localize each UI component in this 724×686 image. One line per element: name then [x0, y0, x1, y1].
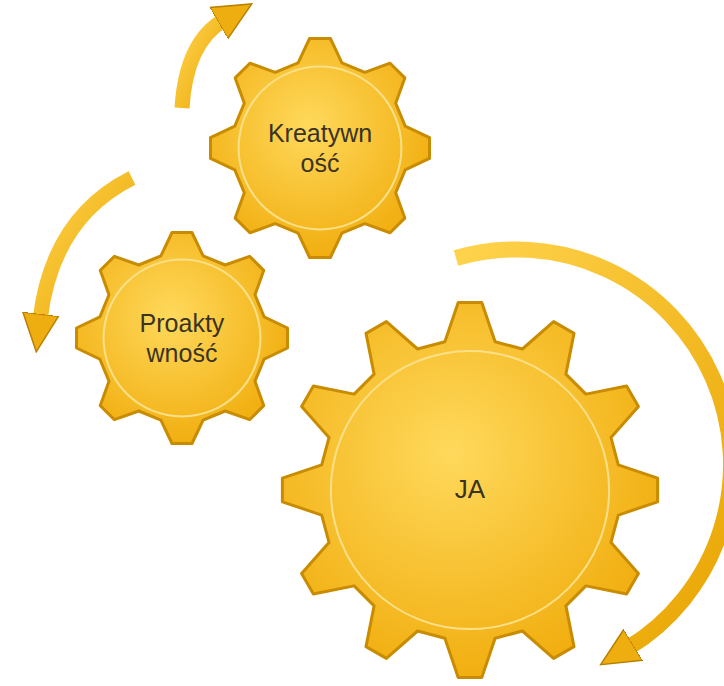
gear-label: JA [455, 474, 485, 505]
gear-rim [331, 351, 609, 629]
gear-outline [282, 302, 657, 677]
gear-shape [208, 36, 432, 260]
gear-node: Kreatywn ość [208, 36, 432, 260]
gear-rim [104, 260, 261, 417]
gear-outline [211, 39, 430, 258]
gear-shape [74, 230, 290, 446]
gear-label: Proakty wność [140, 308, 225, 368]
gear-rim [239, 67, 402, 230]
gear-node: Proakty wność [74, 230, 290, 446]
gear-label: Kreatywn ość [268, 118, 372, 178]
gear-node: JA [280, 300, 660, 680]
arrow-arc [182, 20, 224, 108]
gear-outline [77, 233, 288, 444]
